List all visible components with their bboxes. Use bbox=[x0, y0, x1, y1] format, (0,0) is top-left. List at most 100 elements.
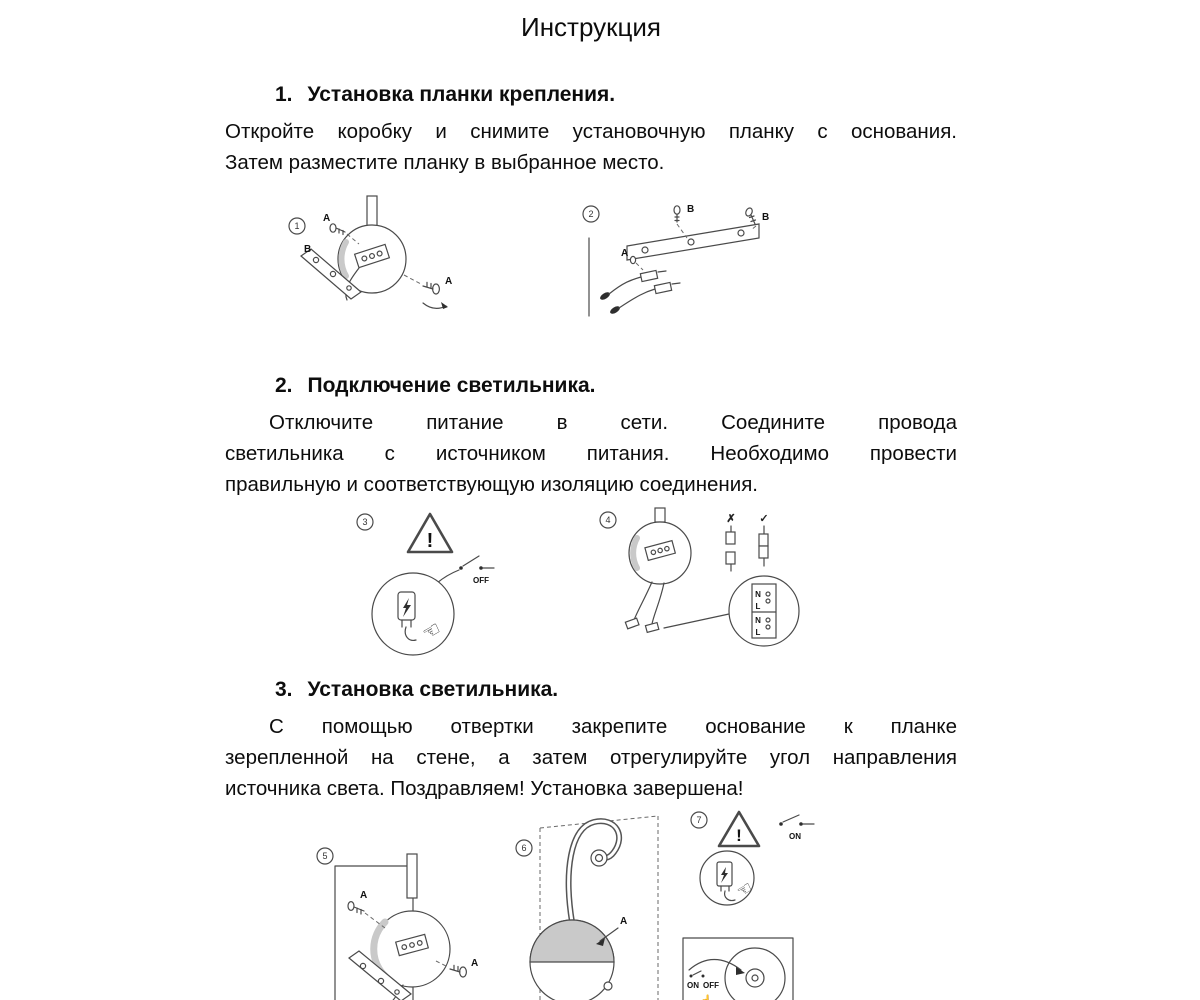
svg-text:7: 7 bbox=[696, 815, 701, 825]
figure-4-wiring: 4 bbox=[599, 507, 800, 647]
figure-2-mount-bracket: 2 B bbox=[582, 204, 769, 317]
wire bbox=[651, 582, 665, 625]
lightning-icon bbox=[403, 598, 411, 617]
terminal-block bbox=[353, 243, 391, 269]
screw-icon bbox=[347, 900, 386, 929]
step-6-badge: 6 bbox=[515, 839, 533, 857]
screw-icon bbox=[629, 255, 644, 271]
direction-arrow bbox=[596, 927, 619, 946]
instruction-content: Инструкция 1. Установка планки крепления… bbox=[225, 0, 957, 1000]
adjust-knob bbox=[745, 968, 765, 988]
figure-3-power-off: 3 ! OFF bbox=[356, 512, 495, 656]
wire bbox=[633, 581, 653, 621]
terminal-block bbox=[394, 933, 430, 957]
screw-icon bbox=[745, 207, 757, 231]
leader-line bbox=[663, 613, 730, 629]
section-2-number: 2. bbox=[275, 374, 293, 397]
lamp-base bbox=[624, 507, 692, 634]
section-1-title: Установка планки крепления. bbox=[307, 83, 616, 106]
figure-1-remove-bracket: 1 bbox=[288, 195, 452, 309]
section-3-title: Установка светильника. bbox=[307, 678, 559, 701]
svg-text:2: 2 bbox=[588, 209, 593, 219]
figure-6-adjust-lamp: 6 bbox=[515, 815, 659, 1000]
section-1-heading: 1. Установка планки крепления. bbox=[275, 83, 957, 107]
svg-text:✗: ✗ bbox=[726, 513, 735, 525]
section-1-body: Откройте коробку и снимите установочную … bbox=[225, 116, 957, 178]
figure-5-fix-base: 5 bbox=[316, 847, 478, 1000]
lamp-base bbox=[529, 919, 615, 1000]
plug-in-detail: ☜ bbox=[699, 850, 756, 906]
gooseneck-arm bbox=[565, 818, 623, 925]
right-connection: ✓ bbox=[758, 513, 769, 567]
warning-triangle-icon: ! bbox=[406, 512, 454, 554]
section-3-body: С помощью отвертки закрепите основание к… bbox=[225, 711, 957, 804]
body-line: зерепленной на стене, а затем отрегулиру… bbox=[225, 746, 957, 769]
section-2: 2. Подключение светильника. Отключите пи… bbox=[225, 374, 957, 666]
label-a: A bbox=[620, 916, 627, 927]
label-a-right: A bbox=[471, 958, 478, 969]
off-label: OFF bbox=[703, 981, 719, 990]
svg-text:4: 4 bbox=[605, 515, 610, 525]
lamp-head bbox=[590, 849, 608, 867]
label-a-top: A bbox=[323, 213, 330, 224]
screw-icon bbox=[403, 274, 448, 309]
svg-text:L: L bbox=[756, 602, 761, 611]
off-label: OFF bbox=[473, 576, 489, 585]
section-3-number: 3. bbox=[275, 678, 293, 701]
mounting-bracket bbox=[300, 248, 362, 300]
label-b2: B bbox=[762, 212, 769, 223]
page-title: Инструкция bbox=[521, 12, 661, 42]
on-label: ON bbox=[789, 832, 801, 841]
on-label: ON bbox=[687, 981, 699, 990]
svg-text:6: 6 bbox=[521, 843, 526, 853]
screw-icon bbox=[329, 223, 360, 245]
unplug-detail: ☜ bbox=[371, 572, 455, 656]
svg-text:3: 3 bbox=[362, 517, 367, 527]
closed-switch-icon bbox=[779, 814, 815, 826]
figures-row-2: 3 ! OFF bbox=[225, 507, 957, 666]
svg-text:L: L bbox=[756, 628, 761, 637]
lightning-icon bbox=[721, 867, 728, 883]
figures-row-1: 1 bbox=[225, 195, 957, 338]
svg-text:!: ! bbox=[736, 826, 742, 845]
wire bbox=[436, 569, 460, 584]
step-4-badge: 4 bbox=[599, 511, 617, 529]
body-line: источника света. Поздравляем! Установка … bbox=[225, 777, 744, 800]
svg-text:N: N bbox=[755, 590, 761, 599]
section-2-body: Отключите питание в сети. Соедините пров… bbox=[225, 407, 957, 500]
mounting-bracket bbox=[348, 950, 412, 1000]
body-line: Откройте коробку и снимите установочную … bbox=[225, 120, 957, 143]
screw-icon bbox=[673, 205, 688, 239]
warning-triangle-icon: ! bbox=[717, 810, 761, 848]
section-3-heading: 3. Установка светильника. bbox=[275, 678, 957, 702]
body-line: правильную и соответствующую изоляцию со… bbox=[225, 473, 758, 496]
terminal-zoom: N L N L bbox=[728, 575, 800, 647]
body-line: Затем разместите планку в выбранное мест… bbox=[225, 151, 665, 174]
screw-icon bbox=[435, 960, 468, 978]
power-wires bbox=[600, 269, 681, 314]
open-switch-icon bbox=[459, 555, 495, 570]
svg-text:✓: ✓ bbox=[759, 513, 768, 525]
section-2-heading: 2. Подключение светильника. bbox=[275, 374, 957, 398]
label-a-side: A bbox=[445, 276, 452, 287]
leader-curve bbox=[688, 958, 742, 971]
body-line: С помощью отвертки закрепите основание к… bbox=[269, 715, 957, 738]
body-line: Отключите питание в сети. Соедините пров… bbox=[269, 411, 957, 434]
pointing-up-hand-icon: ☝ bbox=[697, 993, 713, 1000]
svg-text:!: ! bbox=[427, 530, 434, 552]
section-2-title: Подключение светильника. bbox=[307, 374, 596, 397]
svg-text:1: 1 bbox=[294, 221, 299, 231]
label-a: A bbox=[621, 248, 628, 259]
figures-row-3: 5 bbox=[225, 810, 957, 1000]
mounting-bracket bbox=[626, 223, 760, 261]
step-3-badge: 3 bbox=[356, 513, 374, 531]
base-button bbox=[603, 981, 613, 991]
section-1: 1. Установка планки крепления. Откройте … bbox=[225, 83, 957, 338]
label-b: B bbox=[304, 244, 311, 255]
svg-text:5: 5 bbox=[322, 851, 327, 861]
section-1-number: 1. bbox=[275, 83, 293, 106]
wrong-connection: ✗ bbox=[725, 513, 736, 572]
figure-7-power-on: 7 ! ON bbox=[682, 810, 815, 1000]
adjust-panel: ON OFF ☝ bbox=[682, 937, 794, 1000]
svg-text:N: N bbox=[755, 616, 761, 625]
